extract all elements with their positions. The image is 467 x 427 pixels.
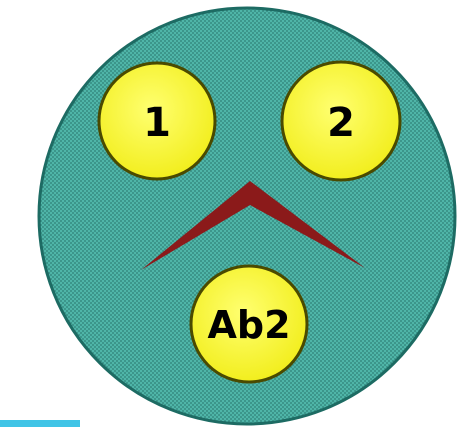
circle-ab2: Ab2 <box>191 266 307 382</box>
circle-ab2-label: Ab2 <box>207 303 290 347</box>
circle-1: 1 <box>99 63 215 179</box>
circle-2: 2 <box>282 62 400 180</box>
circle-1-label: 1 <box>143 100 171 146</box>
circle-2-label: 2 <box>327 100 355 146</box>
bottom-strip <box>0 420 80 427</box>
